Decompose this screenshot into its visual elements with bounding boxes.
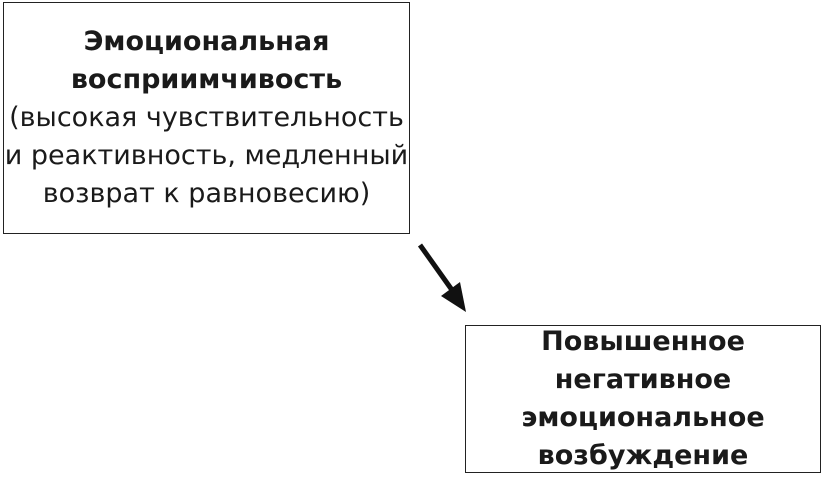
box1-desc-line: возврат к равновесию) [42, 178, 371, 209]
box1-title-line: Эмоциональная [83, 26, 330, 57]
box1-desc-line: и реактивность, медленный [4, 140, 409, 171]
box2-line: Повышенное негативное [541, 326, 745, 395]
box2-line: эмоциональное [521, 402, 765, 433]
box2-line: возбуждение [537, 440, 749, 471]
negative-arousal-box: Повышенное негативное эмоциональное возб… [465, 325, 821, 473]
emotional-receptivity-box: Эмоциональная восприимчивость (высокая ч… [3, 2, 410, 234]
box1-desc-line: (высокая чувствительность [9, 102, 404, 133]
box1-title-line: восприимчивость [70, 64, 343, 95]
